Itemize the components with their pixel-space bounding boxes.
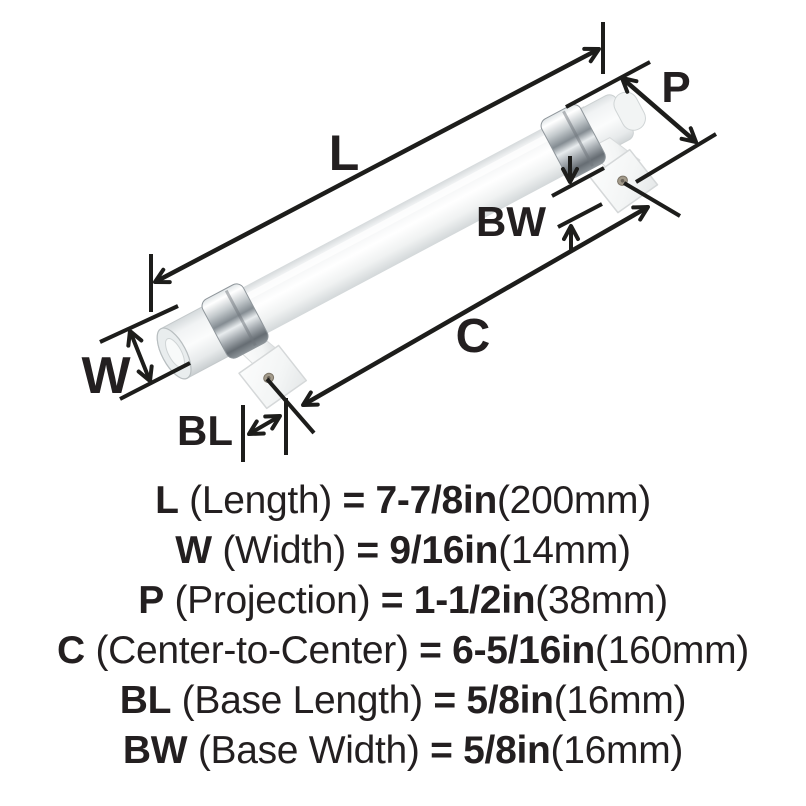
spec-desc: (Projection) [163, 579, 381, 622]
spec-value: = 1-1/2in [380, 579, 536, 622]
dimension-lines [99, 22, 718, 462]
dim-label-length: L [329, 125, 360, 181]
spec-value: = 6-5/16in [419, 629, 596, 672]
spec-code: C [57, 629, 85, 672]
c-extension-left-screw [265, 377, 316, 435]
dim-label-base-length: BL [177, 407, 233, 454]
w-extension-lower [119, 361, 191, 401]
spec-code: L [155, 479, 179, 522]
spec-line-projection: P (Projection) = 1-1/2in(38mm) [0, 576, 806, 626]
spec-line-length: L (Length) = 7-7/8in(200mm) [0, 476, 806, 526]
dim-line-width [126, 329, 154, 383]
spec-metric: (160mm) [595, 629, 749, 672]
spec-code: W [175, 529, 212, 572]
dimension-diagram: L W P C BL BW [81, 22, 718, 462]
dim-line-length [153, 46, 601, 285]
spec-line-center-to-center: C (Center-to-Center) = 6-5/16in(160mm) [0, 626, 806, 676]
dim-label-center: C [456, 310, 491, 363]
spec-metric: (16mm) [550, 729, 684, 772]
dim-label-projection: P [661, 63, 690, 112]
dim-line-projection [620, 76, 698, 144]
c-extension-right-screw [622, 181, 682, 218]
spec-value: = 7-7/8in [342, 479, 498, 522]
dim-line-base-length [247, 414, 282, 436]
spec-value: = 9/16in [356, 529, 499, 572]
spec-desc: (Center-to-Center) [84, 629, 420, 672]
dim-line-center-to-center [301, 205, 650, 407]
spec-code: BL [119, 679, 172, 722]
dim-label-base-width: BW [476, 198, 546, 245]
spec-metric: (14mm) [498, 529, 631, 572]
spec-desc: (Width) [211, 529, 357, 572]
bw-edge-lower [557, 202, 603, 229]
spec-line-base-length: BL (Base Length) = 5/8in(16mm) [0, 676, 806, 726]
p-extension-upper [565, 60, 651, 109]
spec-desc: (Base Width) [187, 729, 431, 772]
spec-code: P [138, 579, 164, 622]
spec-value: = 5/8in [430, 729, 551, 772]
handle-illustration [156, 91, 659, 410]
handle-bar [204, 106, 609, 354]
spec-metric: (38mm) [535, 579, 668, 622]
spec-value: = 5/8in [433, 679, 554, 722]
spec-desc: (Base Length) [171, 679, 434, 722]
spec-line-width: W (Width) = 9/16in(14mm) [0, 526, 806, 576]
left-chrome-ring [201, 283, 269, 359]
spec-metric: (200mm) [497, 479, 651, 522]
spec-metric: (16mm) [553, 679, 687, 722]
spec-desc: (Length) [178, 479, 343, 522]
spec-list: L (Length) = 7-7/8in(200mm) W (Width) = … [0, 476, 806, 776]
spec-line-base-width: BW (Base Width) = 5/8in(16mm) [0, 726, 806, 776]
p-extension-lower [634, 132, 718, 184]
spec-code: BW [122, 729, 188, 772]
w-extension-upper [99, 304, 179, 344]
dim-label-width: W [81, 347, 131, 405]
